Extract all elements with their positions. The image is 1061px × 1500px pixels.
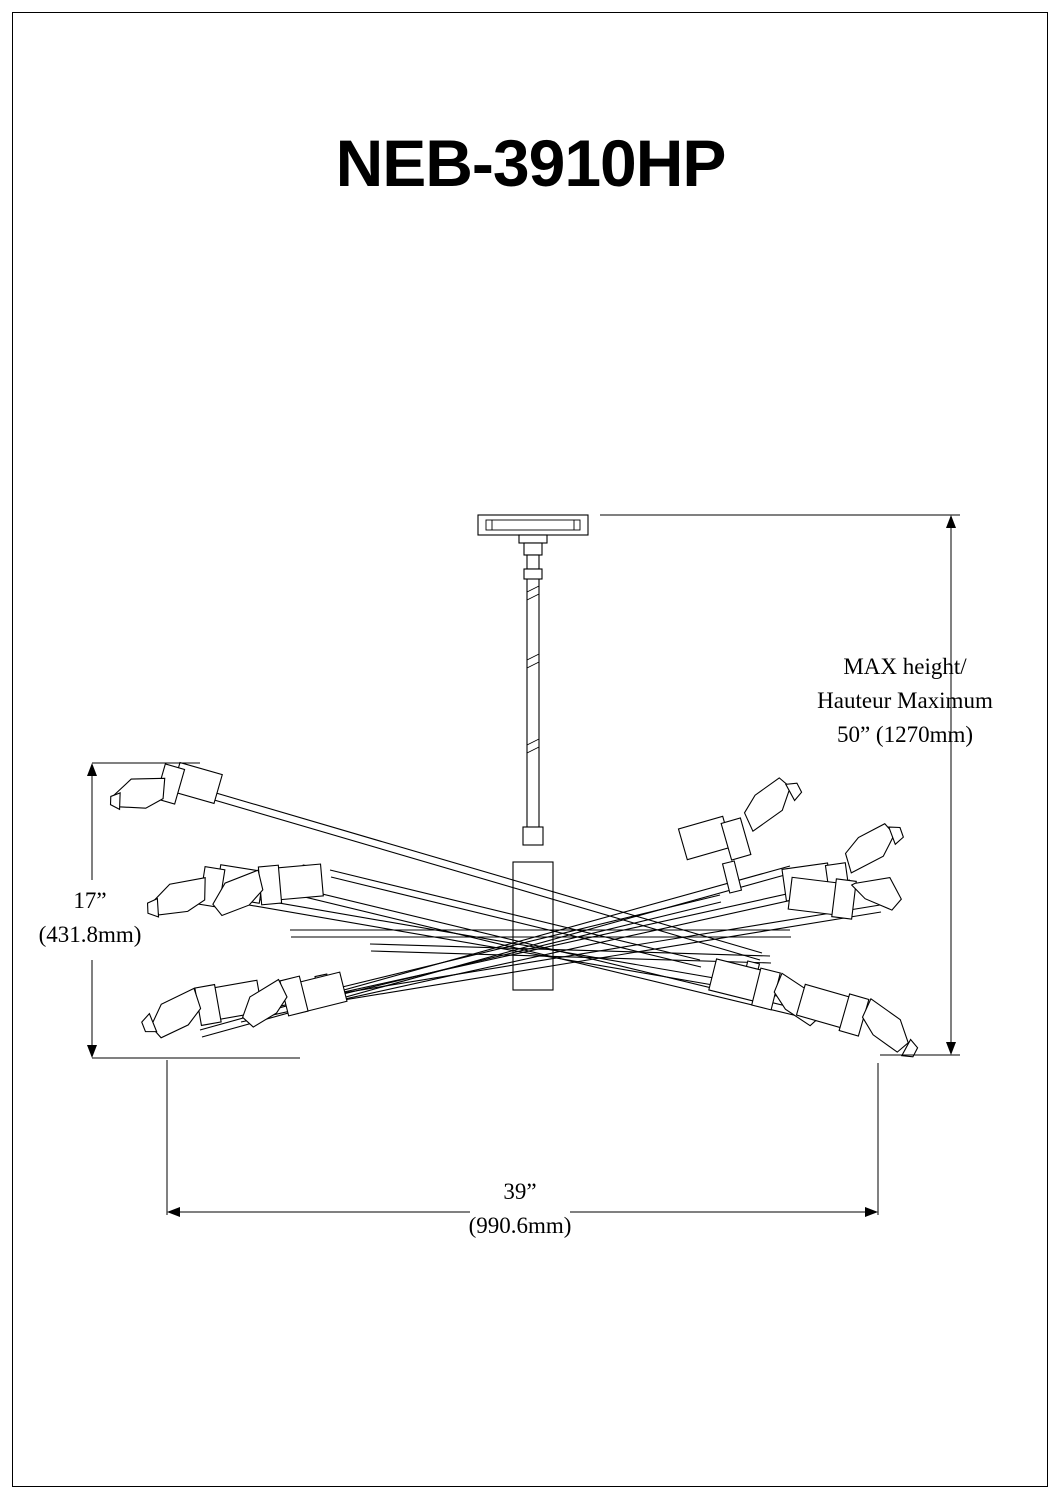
bulb-assembly-left-upper [109, 761, 223, 811]
annotation-fixture-height-line1: 17” [73, 888, 107, 913]
annotation-max-height: MAX height/ Hauteur Maximum 50” (1270mm) [790, 650, 1020, 752]
dimension-fixture-height [87, 762, 300, 1059]
annotation-fixture-height: 17” (431.8mm) [20, 884, 160, 952]
annotation-max-height-line2: Hauteur Maximum [817, 688, 993, 713]
bulb-assembly-right-lower-b [795, 983, 919, 1058]
ceiling-canopy [477, 514, 589, 544]
dimension-fixture-width [166, 1060, 879, 1217]
annotation-fixture-width-line1: 39” [503, 1179, 537, 1204]
bulb-assembly-left-lower-b [241, 971, 348, 1028]
bulb-assembly-right-upper [677, 777, 803, 861]
bulb-assembly-right-mid-b [787, 876, 902, 920]
dimension-max-height [600, 514, 960, 1056]
bulb-assembly-left-mid-b [212, 863, 324, 917]
annotation-fixture-height-line2: (431.8mm) [38, 922, 142, 947]
bulb-assembly-left-lower [141, 979, 264, 1039]
annotation-fixture-width-line2: (990.6mm) [468, 1213, 572, 1238]
annotation-max-height-line1: MAX height/ [843, 654, 967, 679]
sheet-border [12, 12, 1048, 1487]
downrod-stem [522, 542, 544, 846]
annotation-max-height-line3: 50” (1270mm) [836, 722, 974, 747]
annotation-fixture-width: 39” (990.6mm) [360, 1175, 680, 1243]
page-title: NEB-3910HP [335, 126, 727, 200]
